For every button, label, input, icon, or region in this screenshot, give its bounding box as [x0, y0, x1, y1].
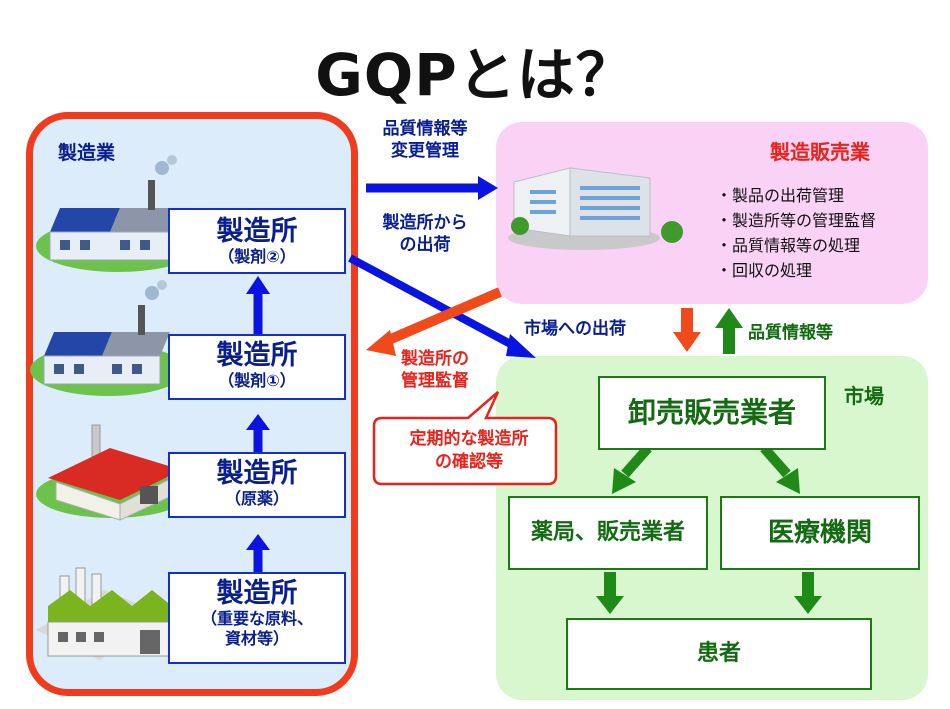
- site-name: 製造所: [216, 458, 298, 489]
- duty-quality-info: ・品質情報等の処理: [716, 236, 861, 255]
- patient-arrow: [596, 596, 624, 614]
- site-name: 製造所: [216, 340, 298, 371]
- medical-institution-box: 医療機関: [720, 496, 920, 570]
- site-formulation-1: 製造所 （製剤①）: [168, 334, 346, 400]
- label-line: 製造所の: [401, 349, 469, 369]
- quality-info-label: 品質情報等: [748, 323, 833, 343]
- factory-building-icon: [36, 155, 200, 272]
- label-line: 製造所から: [382, 213, 468, 233]
- site-materials: 製造所 （重要な原料、 資材等）: [168, 572, 346, 664]
- page-title: GQPとは？: [315, 41, 635, 109]
- flow-arrow-up: [246, 414, 270, 430]
- patient-arrow: [794, 596, 822, 614]
- distribution-arrow: [612, 468, 636, 494]
- callout-text: 定期的な製造所 の確認等: [380, 428, 558, 474]
- distribution-arrow: [776, 468, 800, 494]
- market-shipment-arrow: [681, 308, 693, 334]
- site-formulation-2: 製造所 （製剤②）: [168, 208, 346, 274]
- label-line: の出荷: [399, 235, 451, 256]
- site-name: 製造所: [216, 216, 298, 247]
- patient-box: 患者: [566, 618, 872, 690]
- quality-info-arrow: [715, 308, 743, 328]
- patient-arrow: [802, 572, 814, 598]
- site-sub: 資材等）: [224, 629, 289, 649]
- label-line: 定期的な製造所: [409, 429, 529, 449]
- site-sub: （原薬）: [224, 489, 289, 509]
- patient-arrow: [604, 572, 616, 598]
- duty-shipment-control: ・製品の出荷管理: [716, 186, 845, 205]
- site-name: 製造所: [216, 578, 298, 609]
- market-shipment-arrow: [673, 332, 701, 352]
- site-api: 製造所 （原薬）: [168, 452, 346, 518]
- wholesaler-box: 卸売販売業者: [598, 376, 826, 450]
- market-shipment-label: 市場への出荷: [524, 319, 626, 339]
- quality-info-arrow: [723, 326, 735, 354]
- label-line: の確認等: [435, 451, 503, 472]
- manufacturing-label: 製造業: [58, 142, 116, 164]
- distribution-arrow: [621, 444, 652, 478]
- material-plant-icon: [36, 567, 173, 660]
- supervision-label: 製造所の 管理監督: [380, 348, 490, 392]
- supervision-arrow: [382, 287, 502, 347]
- pharmacy-box: 薬局、販売業者: [508, 496, 708, 570]
- label-line: 変更管理: [391, 141, 459, 162]
- flow-arrow-up: [246, 276, 270, 294]
- site-sub: （製剤①）: [218, 371, 296, 391]
- factory-building-icon: [30, 280, 186, 396]
- duty-recall: ・回収の処理: [716, 261, 813, 280]
- office-building-icon: [508, 167, 683, 250]
- callout-bubble: [372, 391, 558, 486]
- site-sub: （製剤②）: [218, 247, 296, 267]
- mah-title: 製造販売業: [770, 140, 870, 164]
- site-shipment-arrow: [506, 334, 536, 358]
- label-line: 品質情報等: [382, 119, 468, 139]
- distribution-arrow: [760, 444, 791, 478]
- flow-arrow-up: [246, 534, 270, 550]
- site-shipment-arrow: [348, 254, 520, 352]
- api-plant-icon: [36, 424, 188, 521]
- quality-change-arrow: [478, 176, 498, 200]
- site-sub: （重要な原料、: [200, 609, 313, 629]
- duty-site-supervision: ・製造所等の管理監督: [716, 211, 877, 230]
- market-label: 市場: [844, 384, 884, 408]
- label-line: 管理監督: [401, 371, 469, 392]
- shipment-from-site-label: 製造所から の出荷: [360, 212, 490, 256]
- supervision-arrow: [366, 330, 396, 356]
- quality-change-label: 品質情報等 変更管理: [360, 118, 490, 162]
